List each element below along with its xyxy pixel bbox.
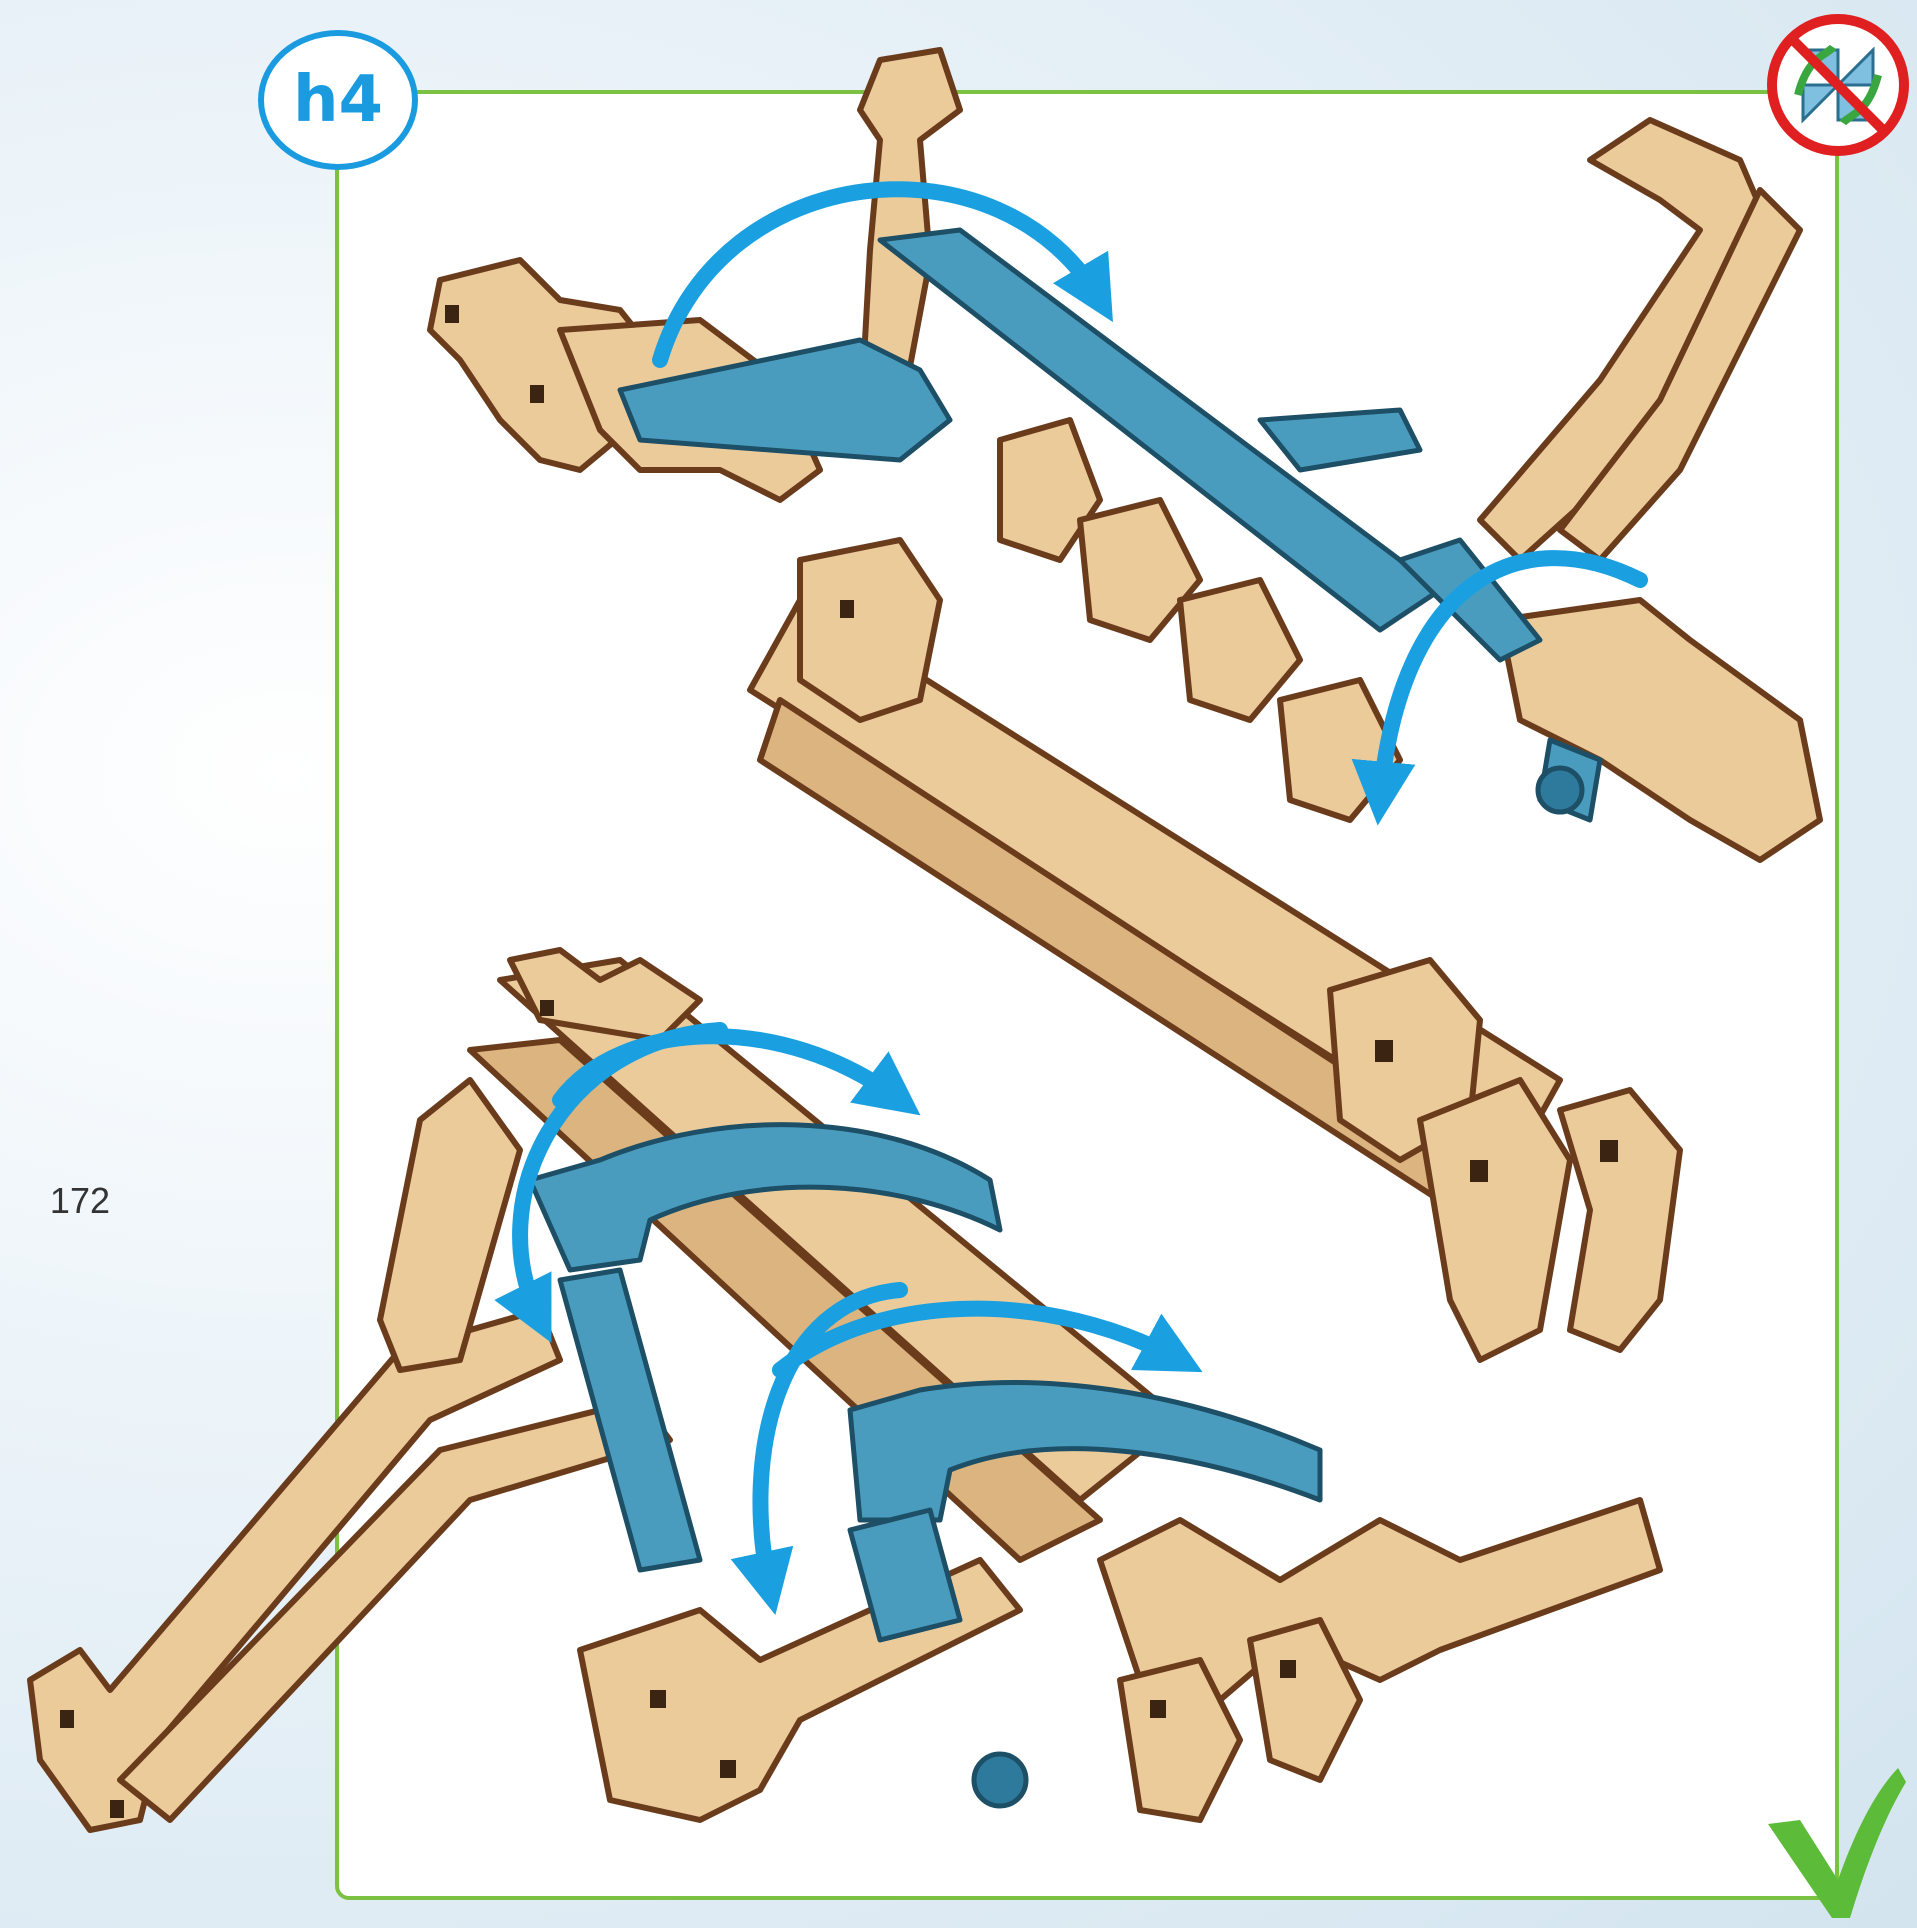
- no-wind-pinwheel-icon: [1763, 10, 1913, 160]
- checkmark-icon: [1760, 1762, 1910, 1922]
